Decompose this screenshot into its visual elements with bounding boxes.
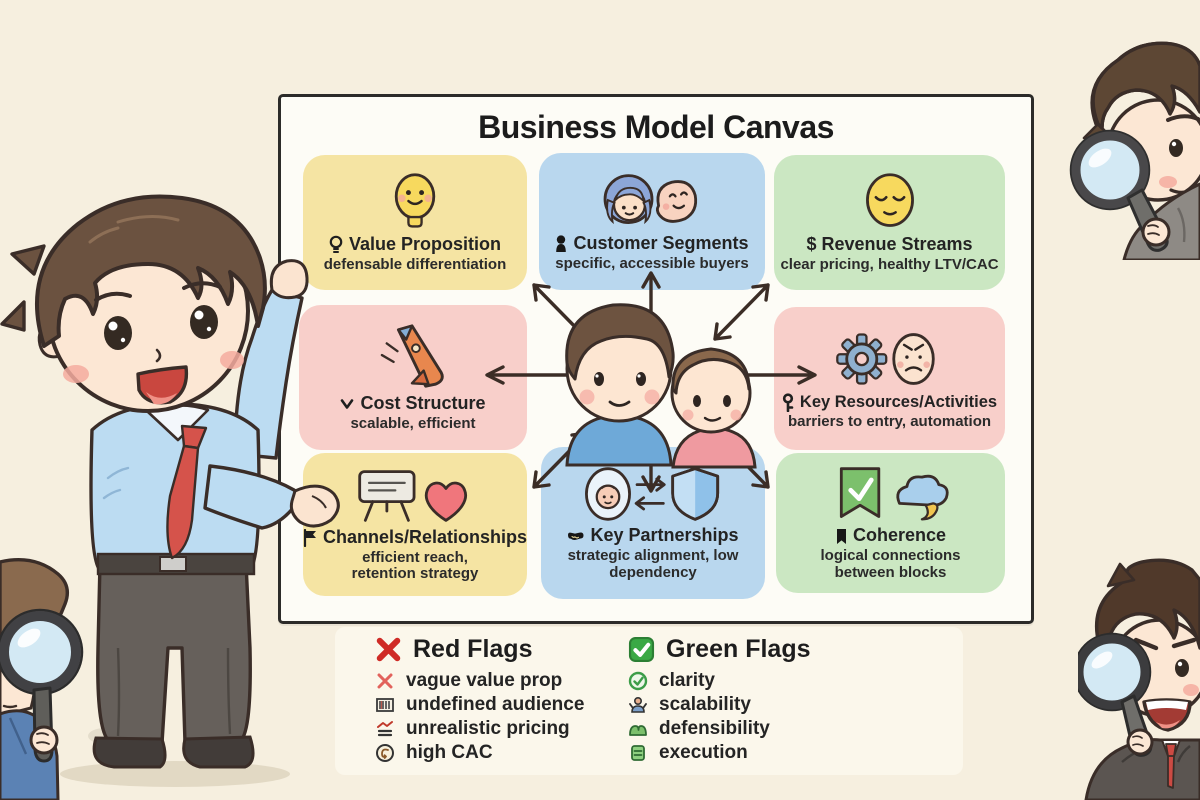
green-flag-label: defensibility bbox=[659, 717, 770, 739]
face-exchange-shield-illustration bbox=[580, 464, 726, 524]
cell-heading-row: $ Revenue Streams bbox=[806, 234, 973, 255]
green-flag-item: clarity bbox=[628, 669, 811, 692]
cell-heading: Coherence bbox=[852, 525, 947, 546]
cell-customer-segments: Customer Segments specific, accessible b… bbox=[539, 153, 765, 290]
cell-key-resources-activities: Key Resources/Activities barriers to ent… bbox=[774, 307, 1005, 450]
gear-and-worried-face-illustration bbox=[832, 327, 948, 391]
cell-heading: Key Partnerships bbox=[590, 525, 739, 546]
cell-heading: Customer Segments bbox=[573, 233, 749, 254]
magnifying-glass-icon bbox=[0, 608, 84, 763]
red-flag-label: vague value prop bbox=[406, 669, 563, 691]
cell-heading-row: Value Proposition bbox=[329, 234, 502, 255]
cell-heading: Key Resources/Activities bbox=[799, 393, 998, 412]
pricing-chart-icon bbox=[377, 720, 393, 736]
red-flag-label: undefined audience bbox=[406, 693, 585, 715]
green-mounds-icon bbox=[629, 724, 647, 736]
cell-subtext: logical connections between blocks bbox=[820, 547, 961, 581]
green-flags-group: Green Flags clarity scalability bbox=[628, 635, 811, 765]
check-banner-and-cloud-illustration bbox=[828, 464, 954, 524]
cell-heading: Value Proposition bbox=[348, 234, 502, 255]
flags-summary-card: Red Flags vague value prop undefined aud… bbox=[335, 627, 963, 775]
cell-channels-relationships: Channels/Relationships efficient reach, … bbox=[303, 453, 527, 596]
cell-heading: $ Revenue Streams bbox=[806, 234, 973, 255]
lightbulb-icon bbox=[329, 235, 343, 254]
cell-heading-row: Channels/Relationships bbox=[303, 526, 528, 548]
cell-heading: Channels/Relationships bbox=[322, 526, 528, 547]
page-title: Business Model Canvas bbox=[478, 109, 834, 145]
green-flags-header: Green Flags bbox=[628, 635, 811, 664]
x-icon bbox=[377, 673, 393, 688]
handshake-icon bbox=[568, 532, 584, 541]
flag-icon bbox=[303, 528, 316, 547]
cell-subtext: defensable differentiation bbox=[323, 256, 507, 274]
red-flags-header: Red Flags bbox=[375, 635, 584, 664]
content-smiley-illustration bbox=[857, 171, 923, 233]
bookmark-flag-icon bbox=[836, 528, 846, 544]
cell-subtext: efficient reach, retention strategy bbox=[351, 548, 479, 583]
easel-and-heart-illustration bbox=[352, 466, 478, 526]
key-icon bbox=[782, 392, 794, 412]
red-flag-item: unrealistic pricing bbox=[375, 717, 584, 740]
red-flag-label: high CAC bbox=[406, 741, 493, 763]
red-flag-item: undefined audience bbox=[375, 693, 584, 716]
cell-heading-row: Coherence bbox=[835, 525, 947, 546]
magnifier-man-bottom-right-character bbox=[1078, 558, 1200, 800]
cell-subtext: scalable, efficient bbox=[350, 415, 476, 432]
magnifier-person-bottom-left-character bbox=[0, 558, 84, 800]
red-flags-title: Red Flags bbox=[413, 635, 533, 663]
chevron-down-icon bbox=[341, 399, 354, 409]
green-checkbox-icon bbox=[628, 636, 655, 663]
red-flag-label: unrealistic pricing bbox=[406, 717, 570, 739]
person-arms-up-icon bbox=[629, 696, 647, 713]
red-flags-group: Red Flags vague value prop undefined aud… bbox=[375, 635, 584, 765]
green-flag-item: scalability bbox=[628, 693, 811, 716]
magnifier-man-top-right-character bbox=[1069, 41, 1200, 260]
presenter-character bbox=[0, 194, 340, 787]
cell-subtext: clear pricing, healthy LTV/CAC bbox=[780, 256, 999, 273]
green-flag-label: scalability bbox=[659, 693, 751, 715]
green-flag-label: clarity bbox=[659, 669, 715, 691]
green-flag-item: defensibility bbox=[628, 717, 811, 740]
falling-rocket-illustration bbox=[369, 322, 457, 392]
green-flags-title: Green Flags bbox=[666, 635, 811, 663]
green-flag-item: execution bbox=[628, 741, 811, 764]
circled-check-icon bbox=[628, 671, 648, 690]
green-stack-icon bbox=[631, 744, 645, 761]
green-flag-label: execution bbox=[659, 741, 748, 763]
red-flag-item: high CAC bbox=[375, 741, 584, 764]
cell-subtext: specific, accessible buyers bbox=[555, 255, 749, 272]
lightbulb-smiley-illustration bbox=[382, 171, 448, 233]
business-model-canvas-board: Business Model Canvas Value Proposition bbox=[278, 94, 1034, 624]
barcode-icon bbox=[376, 697, 394, 712]
cell-heading-row: Key Partnerships bbox=[567, 525, 739, 546]
person-icon bbox=[556, 235, 567, 253]
circled-swirl-icon bbox=[376, 743, 394, 762]
cell-coherence: Coherence logical connections between bl… bbox=[776, 453, 1005, 593]
cell-subtext: barriers to entry, automation bbox=[787, 412, 992, 430]
cell-heading-row: Customer Segments bbox=[555, 233, 749, 254]
cell-heading: Cost Structure bbox=[360, 393, 486, 414]
cell-heading-row: Cost Structure bbox=[340, 393, 486, 414]
cell-value-proposition: Value Proposition defensable differentia… bbox=[303, 155, 527, 290]
cell-key-partnerships: Key Partnerships strategic alignment, lo… bbox=[541, 447, 765, 599]
red-x-icon bbox=[376, 637, 401, 662]
red-flag-item: vague value prop bbox=[375, 669, 584, 692]
two-customer-faces-illustration bbox=[599, 170, 705, 232]
cell-heading-row: Key Resources/Activities bbox=[782, 392, 998, 412]
floor-shadow bbox=[60, 761, 290, 787]
cell-subtext: strategic alignment, low dependency bbox=[567, 547, 739, 581]
cell-revenue-streams: $ Revenue Streams clear pricing, healthy… bbox=[774, 155, 1005, 290]
